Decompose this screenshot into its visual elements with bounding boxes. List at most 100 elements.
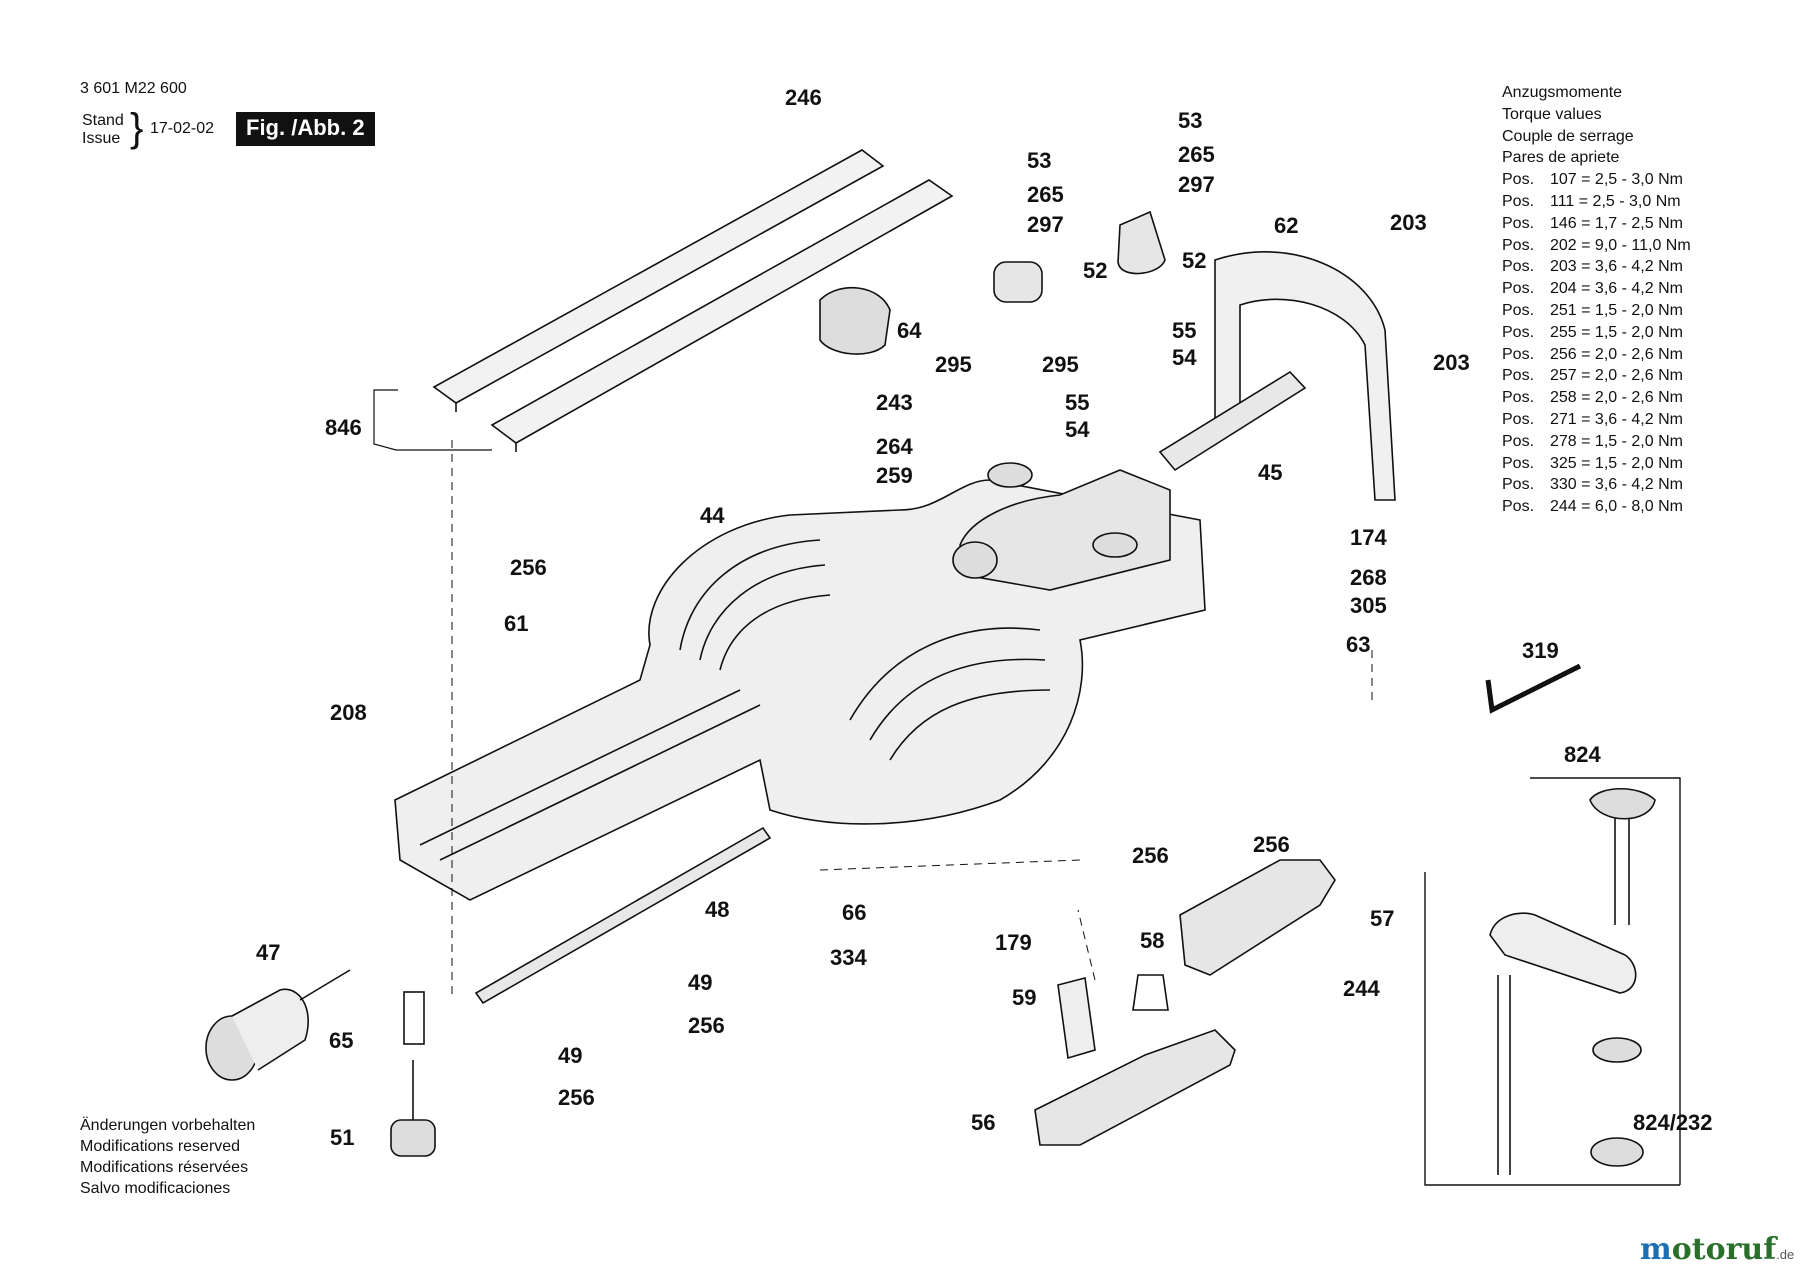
- torque-value: 257 = 2,0 - 2,6 Nm: [1550, 367, 1683, 385]
- issue-date: 17-02-02: [150, 120, 215, 137]
- part-label: 243: [876, 390, 913, 415]
- torque-heading: Torque values: [1502, 105, 1602, 123]
- part-label: 51: [330, 1125, 354, 1150]
- torque-pos: Pos.: [1502, 345, 1535, 363]
- brand-logo[interactable]: motoruf.de: [1640, 1232, 1794, 1267]
- torque-value: 202 = 9,0 - 11,0 Nm: [1550, 236, 1691, 254]
- torque-value: 244 = 6,0 - 8,0 Nm: [1550, 498, 1683, 516]
- torque-pos: Pos.: [1502, 236, 1535, 254]
- part-label: 846: [325, 415, 362, 440]
- torque-rows: Pos. 107 = 2,5 - 3,0 Nm Pos.111 = 2,5 - 3,…: [1502, 169, 1691, 518]
- modifications-notice: Änderungen vorbehalten Modifications res…: [80, 1115, 255, 1199]
- part-label: 49: [558, 1043, 582, 1068]
- part-label: 44: [700, 503, 725, 528]
- part-label: 259: [876, 463, 913, 488]
- part-label: 54: [1172, 345, 1197, 370]
- part-label: 55: [1172, 318, 1196, 343]
- part-label: 295: [1042, 352, 1079, 377]
- part-label: 305: [1350, 593, 1387, 618]
- torque-row: Pos. 325 = 1,5 - 2,0 Nm: [1502, 453, 1691, 475]
- torque-row: Pos.258 = 2,0 - 2,6 Nm: [1502, 387, 1691, 409]
- torque-value: 107 = 2,5 - 3,0 Nm: [1550, 171, 1683, 189]
- document-number: 3 601 M22 600: [80, 80, 187, 97]
- issue-label: Issue: [82, 130, 121, 147]
- part-label: 174: [1350, 525, 1387, 550]
- part-label: 48: [705, 897, 729, 922]
- part-label: 61: [504, 611, 528, 636]
- notice-line: Modifications réservées: [80, 1159, 249, 1176]
- notice-line: Änderungen vorbehalten: [80, 1117, 256, 1134]
- torque-row: Pos. 202 = 9,0 - 11,0 Nm: [1502, 235, 1691, 257]
- part-label: 265: [1027, 182, 1064, 207]
- bracket-846: [373, 389, 492, 451]
- part-label: 64: [897, 318, 922, 343]
- part-label: 295: [935, 352, 972, 377]
- torque-value: 258 = 2,0 - 2,6 Nm: [1550, 389, 1683, 407]
- torque-pos: Pos.: [1502, 454, 1535, 472]
- brand-first: m: [1640, 1232, 1672, 1267]
- part-label: 54: [1065, 417, 1090, 442]
- part-label: 45: [1258, 460, 1282, 485]
- part-label: 53: [1178, 108, 1202, 133]
- rod-45: [1158, 370, 1307, 472]
- torque-value: 330 = 3,6 - 4,2 Nm: [1550, 476, 1683, 494]
- part-label: 256: [510, 555, 547, 580]
- torque-pos: Pos.: [1502, 214, 1535, 232]
- part-label: 256: [688, 1013, 725, 1038]
- torque-pos: Pos.: [1502, 280, 1535, 298]
- torque-heading: Anzugsmomente: [1502, 84, 1623, 101]
- torque-value: 203 = 3,6 - 4,2 Nm: [1550, 258, 1683, 276]
- part-label: 47: [256, 940, 280, 965]
- part-label: 244: [1343, 976, 1380, 1001]
- part-label: 265: [1178, 142, 1215, 167]
- torque-row: Pos. 107 = 2,5 - 3,0 Nm: [1502, 169, 1691, 191]
- torque-pos: Pos.: [1502, 367, 1535, 385]
- torque-value: 325 = 1,5 - 2,0 Nm: [1550, 454, 1683, 472]
- part-label: 246: [785, 85, 822, 110]
- torque-pos: Pos.: [1502, 301, 1535, 319]
- part-label: 49: [688, 970, 712, 995]
- torque-row: Pos.244 = 6,0 - 8,0 Nm: [1502, 496, 1691, 518]
- pivot-housing: [959, 469, 1171, 591]
- torque-row: Pos. 257 = 2,0 - 2,6 Nm: [1502, 365, 1691, 387]
- torque-row: Pos. 330 = 3,6 - 4,2 Nm: [1502, 474, 1691, 496]
- part-label: 57: [1370, 906, 1394, 931]
- torque-heading: Couple de serrage: [1502, 127, 1634, 145]
- torque-row: Pos.255 = 1,5 - 2,0 Nm: [1502, 322, 1691, 344]
- torque-pos: Pos.: [1502, 410, 1535, 428]
- part-label: 63: [1346, 632, 1370, 657]
- bracket-57: [1179, 859, 1336, 976]
- torque-row: Pos. 203 = 3,6 - 4,2 Nm: [1502, 256, 1691, 278]
- part-label: 52: [1083, 258, 1107, 283]
- torque-row: Pos.111 = 2,5 - 3,0 Nm: [1502, 191, 1691, 213]
- stand-label: Stand: [82, 112, 124, 129]
- hex-key-319: [1485, 663, 1582, 714]
- torque-value: 271 = 3,6 - 4,2 Nm: [1550, 410, 1683, 428]
- torque-pos: Pos.: [1502, 258, 1535, 276]
- torque-pos: Pos.: [1502, 171, 1535, 189]
- rod-48: [474, 826, 772, 1005]
- part-label: 264: [876, 434, 913, 459]
- torque-pos: Pos.: [1502, 476, 1535, 494]
- torque-heading: Pares de apriete: [1502, 149, 1620, 167]
- torque-pos: Pos.: [1502, 192, 1535, 210]
- torque-value: 146 = 1,7 - 2,5 Nm: [1550, 214, 1683, 232]
- torque-row: Pos.256 = 2,0 - 2,6 Nm: [1502, 344, 1691, 366]
- part-label: 179: [995, 930, 1032, 955]
- torque-value: 255 = 1,5 - 2,0 Nm: [1550, 323, 1683, 341]
- part-label: 66: [842, 900, 866, 925]
- torque-row: Pos. 146 = 1,7 - 2,5 Nm: [1502, 213, 1691, 235]
- part-label: 256: [1253, 832, 1290, 857]
- torque-value: 278 = 1,5 - 2,0 Nm: [1550, 432, 1683, 450]
- part-label: 52: [1182, 248, 1206, 273]
- part-label: 65: [329, 1028, 353, 1053]
- part-label: 297: [1027, 212, 1064, 237]
- torque-row: Pos.278 = 1,5 - 2,0 Nm: [1502, 431, 1691, 453]
- part-label: 58: [1140, 928, 1164, 953]
- torque-row: Pos. 271 = 3,6 - 4,2 Nm: [1502, 409, 1691, 431]
- bevel-scale: [1214, 251, 1396, 501]
- part-label: 268: [1350, 565, 1387, 590]
- brace-glyph: }: [130, 106, 144, 150]
- part-label: 334: [830, 945, 867, 970]
